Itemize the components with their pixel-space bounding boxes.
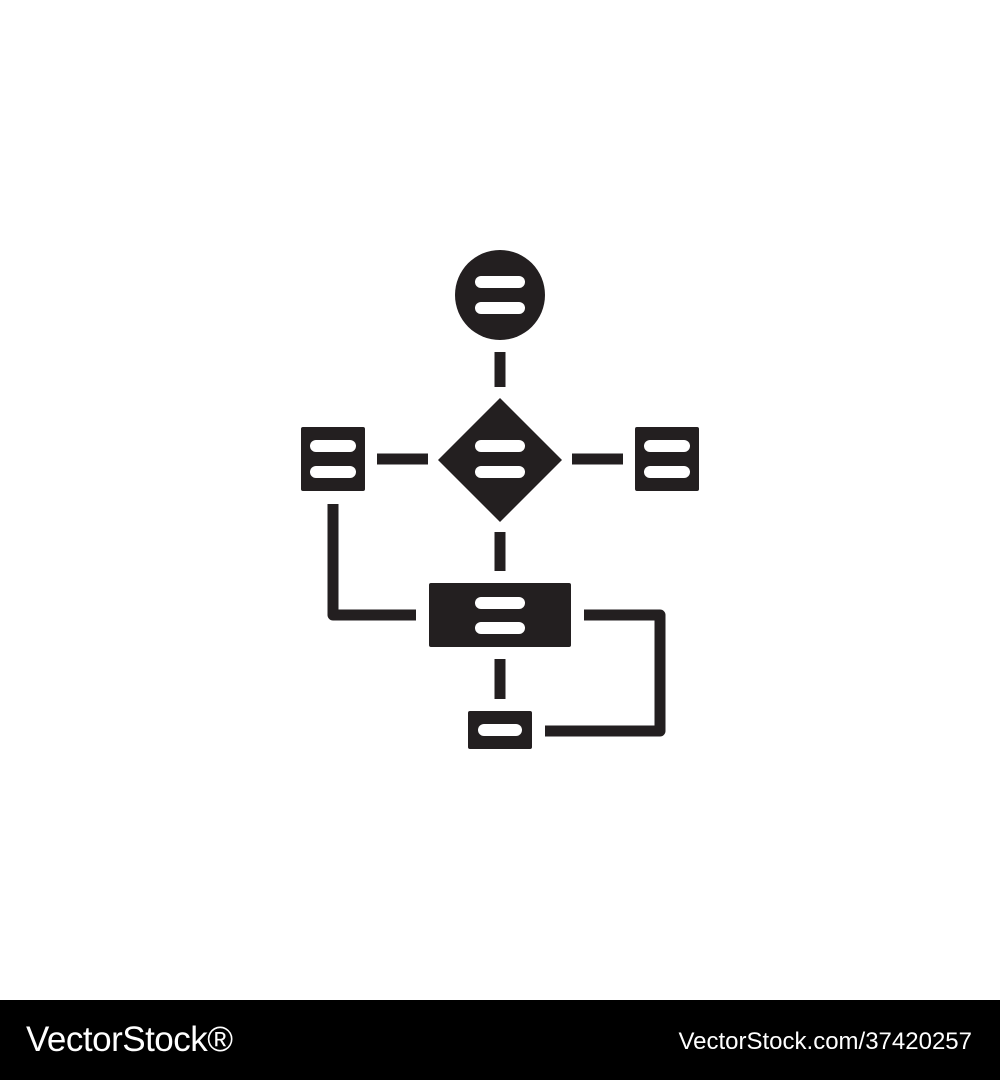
right-process-box <box>635 427 699 491</box>
image-reference: VectorStock.com/37420257 <box>678 1028 972 1055</box>
start-node-line <box>475 276 525 288</box>
right-box-line <box>644 440 690 452</box>
main-box-line <box>475 597 525 609</box>
decision-node-diamond <box>438 398 562 522</box>
connector-process-loop-to-end <box>545 609 666 737</box>
left-box-line <box>310 440 356 452</box>
flowchart-icon <box>301 250 699 749</box>
main-box-line <box>475 622 525 634</box>
start-node-circle <box>455 250 545 340</box>
brand-logo-text: VectorStock® <box>26 1020 233 1059</box>
start-node-line <box>475 302 525 314</box>
watermark-bar: VectorStock® VectorStock.com/37420257 <box>0 1000 1000 1080</box>
right-box-line <box>644 466 690 478</box>
left-process-box <box>301 427 365 491</box>
decision-node-line <box>475 466 525 478</box>
connector-left-box-to-process <box>327 504 416 621</box>
main-process-box <box>429 583 571 647</box>
decision-node-line <box>475 440 525 452</box>
end-box-line <box>478 724 522 736</box>
left-box-line <box>310 466 356 478</box>
